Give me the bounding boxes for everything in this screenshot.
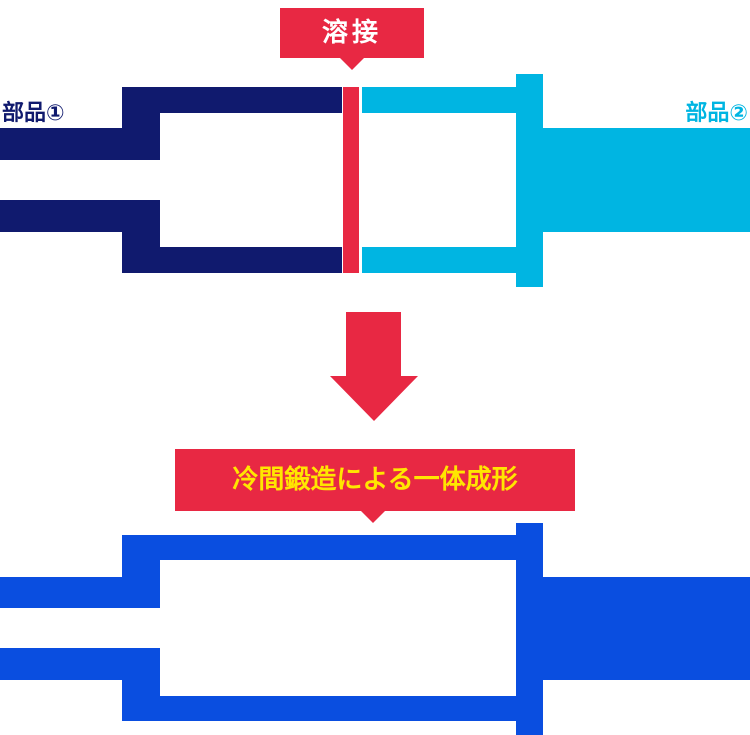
weld-callout	[280, 8, 424, 70]
forging-callout	[175, 449, 575, 523]
part2-body	[362, 74, 750, 287]
part2-shape	[362, 74, 750, 287]
part1-upper-wall	[0, 87, 342, 160]
part1-lower-wall	[0, 200, 342, 273]
forged-part-body	[0, 523, 750, 735]
forged-part-shape	[0, 523, 750, 735]
weld-seam	[343, 87, 359, 273]
down-arrow-icon	[330, 312, 418, 421]
part1-shape	[0, 87, 342, 273]
weld-label: 溶接	[321, 18, 382, 48]
part2-label: 部品②	[685, 101, 748, 126]
part1-label: 部品①	[2, 101, 65, 126]
forging-label: 冷間鍛造による一体成形	[232, 465, 518, 495]
